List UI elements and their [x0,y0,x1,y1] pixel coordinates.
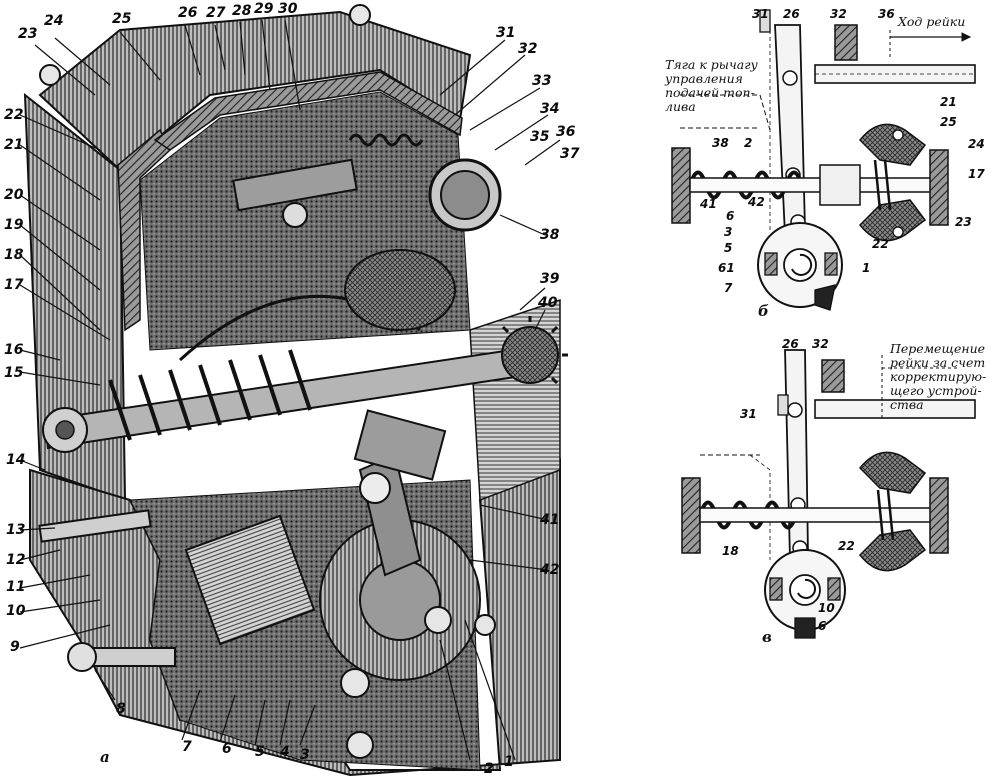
panel-b-schematic [671,9,976,311]
callout-a-9: 9 [10,639,20,655]
callout-a-31: 31 [496,25,516,41]
rack-travel-label: Ход рейки [898,14,966,29]
callout-b-38: 38 [712,136,729,150]
callout-a-21: 21 [4,137,24,153]
callout-c-10: 10 [818,601,835,615]
callout-a-37: 37 [560,146,580,162]
callout-a-30: 30 [278,1,298,17]
callout-a-40: 40 [538,295,558,311]
callout-b-17: 17 [968,167,985,181]
callout-b-61: 61 [718,261,735,275]
callout-b-36: 36 [878,7,895,21]
callout-a-32: 32 [518,41,538,57]
callout-b-21: 21 [940,95,957,109]
callout-b-32: 32 [830,7,847,21]
callout-a-14: 14 [6,452,26,468]
callout-b-22: 22 [872,237,889,251]
callout-a-5: 5 [255,744,265,760]
callout-a-33: 33 [532,73,552,89]
subfigure-label-c: в [762,628,772,646]
linkage-note-line-2: управления [665,71,743,86]
callout-a-34: 34 [540,101,560,117]
callout-a-23: 23 [18,26,38,42]
callout-b-6: 6 [726,209,735,223]
callout-a-39: 39 [540,271,560,287]
callout-b-1: 1 [862,261,871,275]
callout-a-41: 41 [540,512,560,528]
callout-c-6: 6 [818,619,827,633]
callout-a-28: 28 [232,3,252,19]
callout-a-1: 1 [504,754,514,770]
callout-a-16: 16 [4,342,24,358]
callout-b-24: 24 [968,137,985,151]
linkage-note: Тяга к рычагу управления подачей топ- ли… [665,58,758,114]
callout-a-29: 29 [254,1,274,17]
linkage-note-line-3: подачей топ- [665,85,755,100]
callout-a-18: 18 [4,247,24,263]
callout-a-10: 10 [6,603,26,619]
linkage-note-line-1: Тяга к рычагу [665,57,758,72]
panel-a-cutaway [23,4,568,777]
callout-a-13: 13 [6,522,26,538]
corrector-note-line-5: ства [890,397,924,412]
corrector-note-line-2: рейки за счет [890,355,986,370]
callout-a-11: 11 [6,579,26,595]
callout-a-20: 20 [4,187,24,203]
callout-a-3: 3 [300,747,310,763]
callout-a-38: 38 [540,227,560,243]
callout-b-25: 25 [940,115,957,129]
panel-a-leader-lines [19,19,561,761]
callout-c-18: 18 [722,544,739,558]
callout-a-4: 4 [280,744,290,760]
callout-c-31: 31 [740,407,757,421]
callout-b-41: 41 [700,197,717,211]
callout-c-32: 32 [812,337,829,351]
callout-b-5: 5 [724,241,733,255]
callout-a-8: 8 [116,701,126,717]
callout-a-19: 19 [4,217,24,233]
corrector-note-line-3: корректирую- [890,369,987,384]
callout-a-26: 26 [178,5,198,21]
callout-b-3: 3 [724,225,733,239]
callout-a-24: 24 [44,13,64,29]
callout-a-7: 7 [182,739,192,755]
callout-b-31: 31 [752,7,769,21]
callout-a-27: 27 [206,5,226,21]
callout-a-17: 17 [4,277,24,293]
callout-b-26: 26 [783,7,800,21]
callout-a-2: 2 [484,761,494,777]
subfigure-label-b: б [758,302,769,320]
subfigure-label-a: а [100,748,110,766]
callout-c-22: 22 [838,539,855,553]
corrector-note-line-1: Перемещение [890,341,986,356]
corrector-note: Перемещение рейки за счет корректирую- щ… [890,342,986,412]
callout-a-6: 6 [222,741,232,757]
callout-b-2: 2 [744,136,753,150]
callout-a-42: 42 [540,562,560,578]
callout-b-7: 7 [724,281,733,295]
corrector-note-line-4: щего устрой- [890,383,982,398]
callout-c-26: 26 [782,337,799,351]
panel-c-schematic [681,349,976,639]
callout-b-23: 23 [955,215,972,229]
callout-a-12: 12 [6,552,26,568]
callout-a-15: 15 [4,365,24,381]
linkage-note-line-4: лива [665,99,696,114]
callout-a-36: 36 [556,124,576,140]
callout-a-22: 22 [4,107,24,123]
callout-a-25: 25 [112,11,132,27]
callout-b-42: 42 [748,195,765,209]
callout-a-35: 35 [530,129,550,145]
